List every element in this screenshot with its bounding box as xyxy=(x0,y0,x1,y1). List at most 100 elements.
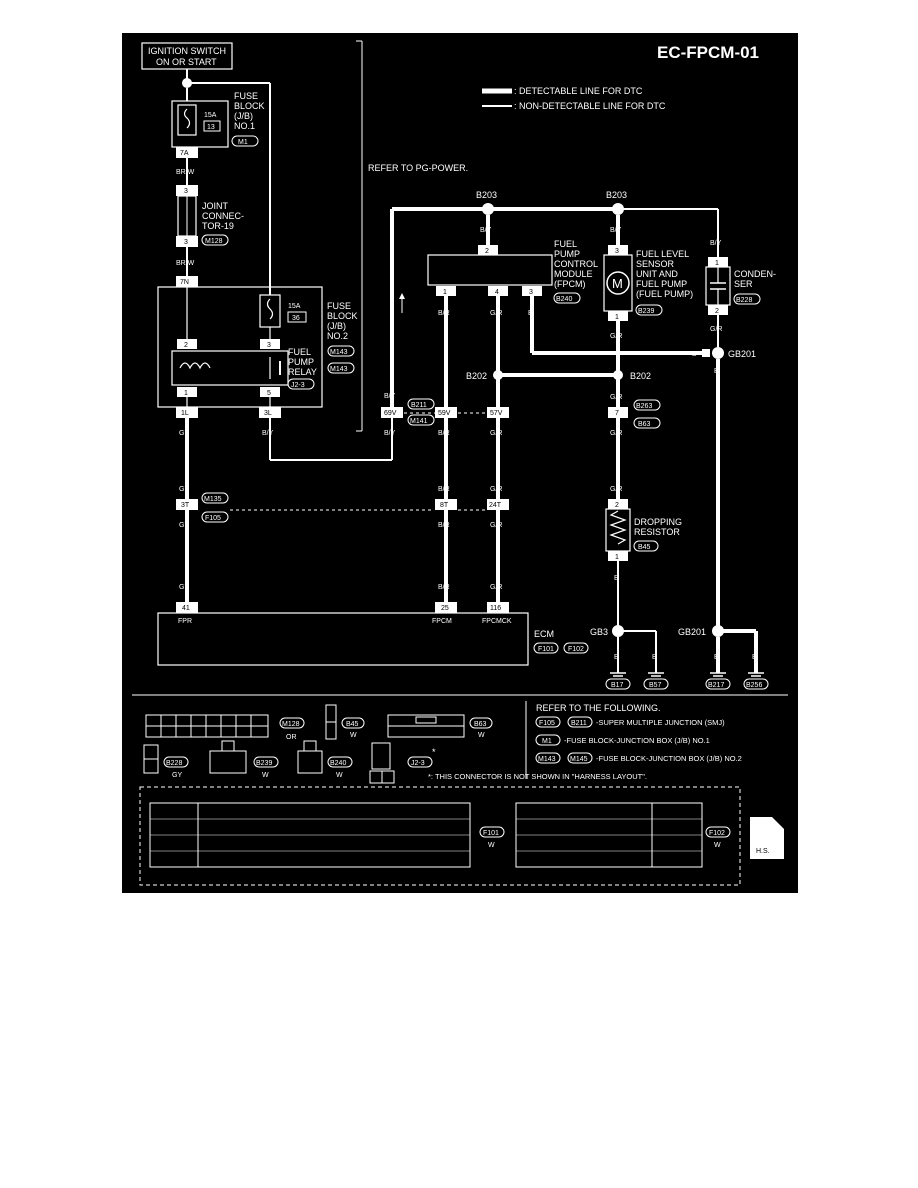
svg-text:24T: 24T xyxy=(489,502,502,509)
svg-text:2: 2 xyxy=(485,248,489,255)
svg-text:8T: 8T xyxy=(440,502,449,509)
svg-text:2: 2 xyxy=(715,308,719,315)
svg-text:RELAY: RELAY xyxy=(288,367,317,377)
svg-text:B217: B217 xyxy=(708,682,724,689)
svg-text:1: 1 xyxy=(184,390,188,397)
svg-text:SER: SER xyxy=(734,279,753,289)
svg-text:GY: GY xyxy=(179,430,189,437)
svg-text:M1: M1 xyxy=(542,738,552,745)
svg-text:J2-3: J2-3 xyxy=(411,760,425,767)
fuel-pump-relay xyxy=(171,350,289,386)
svg-text:G/R: G/R xyxy=(490,486,502,493)
resistor-icon xyxy=(609,510,627,545)
svg-text:1: 1 xyxy=(615,554,619,561)
svg-text:15A: 15A xyxy=(204,112,217,119)
refer-power: REFER TO PG-POWER. xyxy=(368,163,468,173)
relay-coil-icon xyxy=(179,362,211,370)
svg-text:G/R: G/R xyxy=(490,584,502,591)
conn-m143-b xyxy=(327,362,355,374)
svg-text:G/R: G/R xyxy=(490,310,502,317)
svg-text:F102: F102 xyxy=(568,646,584,653)
svg-text:G/R: G/R xyxy=(610,486,622,493)
svg-text:B/R: B/R xyxy=(438,486,450,493)
svg-text:1: 1 xyxy=(443,289,447,296)
conn-m1 xyxy=(231,135,259,147)
conn-b228 xyxy=(733,293,761,305)
svg-text:5: 5 xyxy=(267,390,271,397)
svg-text:M128: M128 xyxy=(205,238,223,245)
svg-text:7: 7 xyxy=(615,410,619,417)
svg-text:W: W xyxy=(262,772,269,779)
svg-text:RESISTOR: RESISTOR xyxy=(634,527,680,537)
svg-text:B57: B57 xyxy=(649,682,662,689)
svg-text:-FUSE BLOCK-JUNCTION BOX (J/B): -FUSE BLOCK-JUNCTION BOX (J/B) NO.1 xyxy=(564,736,710,745)
svg-text:F101: F101 xyxy=(483,830,499,837)
connector-b240-face xyxy=(297,740,323,774)
svg-text:MODULE: MODULE xyxy=(554,269,593,279)
svg-text:2: 2 xyxy=(184,342,188,349)
svg-text:B45: B45 xyxy=(346,721,359,728)
conn-b211 xyxy=(407,398,435,410)
fuse-block1 xyxy=(171,100,229,148)
svg-text:B211: B211 xyxy=(411,402,427,409)
svg-text:B/Y: B/Y xyxy=(710,240,722,247)
svg-text:B/R: B/R xyxy=(438,430,450,437)
ground-icon xyxy=(610,672,764,677)
svg-text:GB201: GB201 xyxy=(728,349,756,359)
svg-text:B240: B240 xyxy=(556,296,572,303)
svg-text:B239: B239 xyxy=(256,760,272,767)
svg-text:7A: 7A xyxy=(180,150,189,157)
legend-detectable: : DETECTABLE LINE FOR DTC xyxy=(514,86,643,96)
conn-b63 xyxy=(633,417,661,429)
connector-b63-face xyxy=(387,714,465,738)
svg-text:M141: M141 xyxy=(410,418,428,425)
svg-text:JOINT: JOINT xyxy=(202,201,229,211)
ground-b256 xyxy=(743,678,769,690)
conn-b45 xyxy=(633,540,659,552)
svg-text:B263: B263 xyxy=(636,403,652,410)
svg-text:H.S.: H.S. xyxy=(756,848,770,855)
ecm-module xyxy=(157,612,529,666)
svg-text:1L: 1L xyxy=(181,410,189,417)
connector-b239-face xyxy=(209,740,247,774)
ignition-line1: IGNITION SWITCH xyxy=(148,46,226,56)
svg-text:M1: M1 xyxy=(238,139,248,146)
svg-text:B45: B45 xyxy=(638,544,651,551)
svg-text:PUMP: PUMP xyxy=(288,357,314,367)
conn-m135 xyxy=(201,492,229,504)
ground-b217 xyxy=(705,678,731,690)
svg-text:W: W xyxy=(714,842,721,849)
fuse-icon xyxy=(183,108,191,129)
svg-text:69V: 69V xyxy=(384,410,397,417)
svg-text:BLOCK: BLOCK xyxy=(327,311,358,321)
svg-text:(FPCM): (FPCM) xyxy=(554,279,586,289)
svg-text:FPCMCK: FPCMCK xyxy=(482,618,512,625)
svg-text:25: 25 xyxy=(441,605,449,612)
svg-text:GY: GY xyxy=(179,584,189,591)
svg-text:59V: 59V xyxy=(438,410,451,417)
svg-text:BR/W: BR/W xyxy=(176,169,195,176)
svg-text:FPCM: FPCM xyxy=(432,618,452,625)
svg-text:B/R: B/R xyxy=(438,310,450,317)
svg-text:M143: M143 xyxy=(330,366,348,373)
svg-text:FUEL: FUEL xyxy=(288,347,311,357)
svg-text:W: W xyxy=(488,842,495,849)
svg-text:PUMP: PUMP xyxy=(554,249,580,259)
fuse-icon xyxy=(266,298,274,320)
svg-text:F105: F105 xyxy=(205,515,221,522)
svg-text:15A: 15A xyxy=(288,303,301,310)
svg-text:BLOCK: BLOCK xyxy=(234,101,265,111)
svg-text:TOR-19: TOR-19 xyxy=(202,221,234,231)
svg-text:*: * xyxy=(432,747,436,757)
svg-text:F105: F105 xyxy=(539,720,555,727)
svg-text:G/R: G/R xyxy=(490,430,502,437)
conn-b263 xyxy=(633,399,661,411)
svg-text:B203: B203 xyxy=(606,190,627,200)
svg-text:J2-3: J2-3 xyxy=(291,382,305,389)
svg-text:-SUPER MULTIPLE JUNCTION (SMJ): -SUPER MULTIPLE JUNCTION (SMJ) xyxy=(596,718,725,727)
svg-text:41: 41 xyxy=(182,605,190,612)
svg-text:B: B xyxy=(714,654,719,661)
svg-text:G/R: G/R xyxy=(710,326,722,333)
svg-text:FUSE: FUSE xyxy=(327,301,351,311)
svg-text:M128: M128 xyxy=(282,721,300,728)
